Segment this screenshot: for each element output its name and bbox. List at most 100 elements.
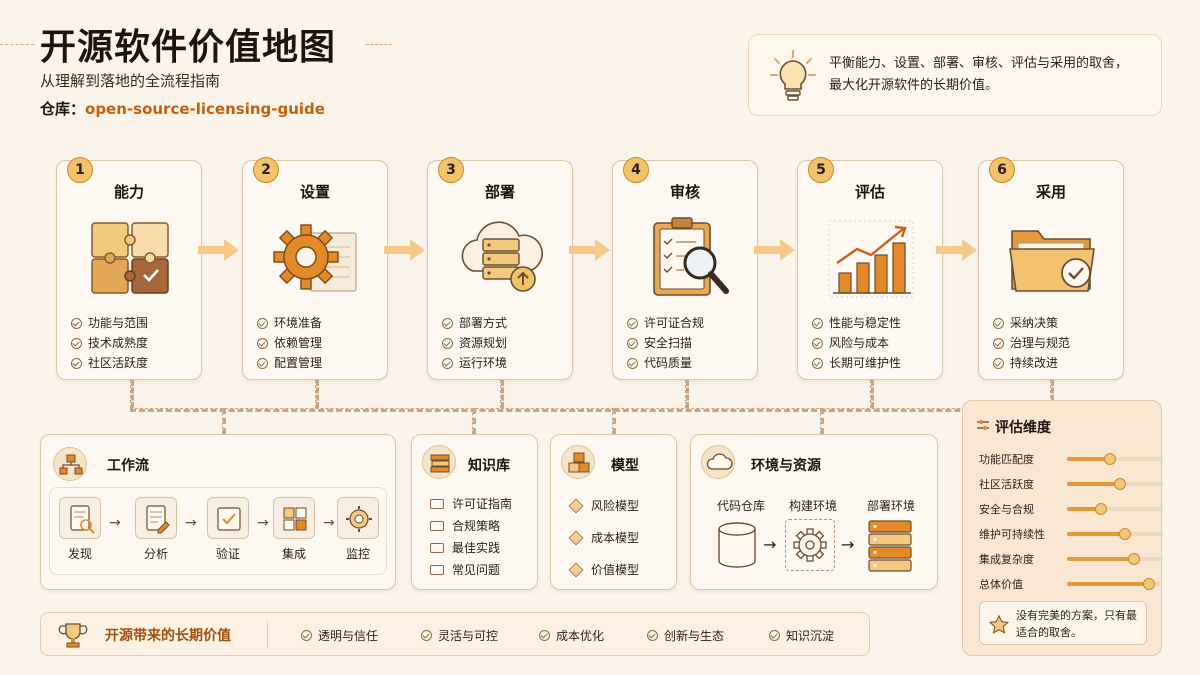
workflow-step-label: 分析 bbox=[143, 547, 168, 561]
folder-icon bbox=[430, 520, 444, 531]
quote-line-2: 最大化开源软件的长期价值。 bbox=[829, 78, 999, 93]
stage-title: 审核 bbox=[669, 183, 700, 201]
list-item: 依赖管理 bbox=[257, 333, 322, 353]
knowledge-item[interactable]: 最佳实践 bbox=[430, 539, 500, 556]
arrow-right-icon: → bbox=[323, 515, 335, 531]
connector-line bbox=[222, 408, 226, 434]
slider-knob[interactable] bbox=[1094, 503, 1107, 515]
list-item: 社区活跃度 bbox=[71, 353, 148, 373]
slider-knob[interactable] bbox=[1142, 578, 1155, 590]
slider-fill bbox=[1067, 457, 1111, 461]
connector-line bbox=[130, 380, 134, 408]
knowledge-panel: 知识库 许可证指南 合规策略 最佳实践 常见问题 bbox=[411, 434, 538, 590]
slider-knob[interactable] bbox=[1128, 553, 1141, 565]
title-deco-line bbox=[366, 44, 392, 45]
dimension-slider[interactable] bbox=[1067, 553, 1163, 565]
books-icon bbox=[422, 445, 456, 479]
connector-line bbox=[500, 380, 504, 408]
arrow-right-icon: → bbox=[841, 535, 855, 554]
dimension-row: 维护可持续性 bbox=[979, 526, 1163, 542]
stage-card-deploy[interactable]: 3 部署 部署方式 资源规划 运行环境 bbox=[427, 157, 573, 380]
check-icon bbox=[812, 317, 823, 329]
check-icon bbox=[627, 357, 638, 369]
dimension-slider[interactable] bbox=[1067, 503, 1163, 515]
database-icon bbox=[718, 522, 756, 568]
stage-card-setup[interactable]: 2 设置 环境准备 依赖管理 配置管理 bbox=[242, 157, 388, 380]
dimension-slider[interactable] bbox=[1067, 578, 1163, 590]
folder-icon bbox=[430, 564, 444, 575]
cubes-icon bbox=[561, 445, 595, 479]
stage-number: 1 bbox=[67, 157, 93, 183]
flow-arrow-icon bbox=[936, 239, 977, 261]
dimension-label: 社区活跃度 bbox=[979, 478, 1034, 491]
title-deco-line bbox=[0, 44, 34, 45]
slider-fill bbox=[1067, 482, 1120, 486]
dimension-label: 总体价值 bbox=[979, 578, 1023, 591]
flow-arrow-icon bbox=[754, 239, 795, 261]
build-env-frame bbox=[785, 519, 835, 571]
slider-fill bbox=[1067, 532, 1125, 536]
knowledge-item[interactable]: 许可证指南 bbox=[430, 495, 512, 512]
repo-link[interactable]: open-source-licensing-guide bbox=[85, 100, 325, 118]
stage-card-review[interactable]: 4 审核 许可证合规 安全扫描 代码质量 bbox=[612, 157, 758, 380]
model-item[interactable]: 成本模型 bbox=[568, 529, 639, 546]
dimension-row: 集成复杂度 bbox=[979, 551, 1163, 567]
value-item: 灵活与可控 bbox=[421, 627, 498, 644]
slider-knob[interactable] bbox=[1104, 453, 1117, 465]
check-icon bbox=[442, 357, 453, 369]
evaluation-dimensions-panel: 评估维度 功能匹配度社区活跃度安全与合规维护可持续性集成复杂度总体价值 没有完美… bbox=[962, 400, 1163, 656]
dimensions-note: 没有完美的方案，只有最适合的取舍。 bbox=[979, 601, 1147, 645]
integrate-step-icon[interactable] bbox=[273, 497, 315, 539]
folder-check-icon bbox=[1009, 230, 1095, 292]
dimension-slider[interactable] bbox=[1067, 478, 1163, 490]
verify-step-icon[interactable] bbox=[207, 497, 249, 539]
stage-card-adopt[interactable]: 6 采用 采纳决策 治理与规范 持续改进 bbox=[978, 157, 1124, 380]
value-item: 成本优化 bbox=[539, 627, 604, 644]
slider-fill bbox=[1067, 507, 1101, 511]
stage-number: 5 bbox=[808, 157, 834, 183]
list-item: 许可证合规 bbox=[627, 313, 704, 333]
workflow-panel: 工作流 发现 → 分析 → 验证 → 集成 → 监控 bbox=[40, 434, 396, 590]
check-icon bbox=[71, 357, 82, 369]
model-item[interactable]: 价值模型 bbox=[568, 561, 639, 578]
slider-knob[interactable] bbox=[1113, 478, 1126, 490]
dimension-slider[interactable] bbox=[1067, 528, 1163, 540]
list-item: 性能与稳定性 bbox=[812, 313, 901, 333]
cube-icon bbox=[568, 562, 584, 577]
discover-step-icon[interactable] bbox=[59, 497, 101, 539]
dimension-row: 社区活跃度 bbox=[979, 476, 1163, 492]
analyze-step-icon[interactable] bbox=[135, 497, 177, 539]
check-icon bbox=[812, 357, 823, 369]
gear-icon bbox=[793, 528, 827, 562]
folder-icon bbox=[430, 542, 444, 553]
connector-line bbox=[315, 380, 319, 408]
knowledge-item[interactable]: 常见问题 bbox=[430, 561, 500, 578]
stage-title: 能力 bbox=[113, 183, 144, 201]
stage-number: 3 bbox=[438, 157, 464, 183]
stage-card-capability[interactable]: 1 能力 功能与范围 技术成熟度 社区活跃度 bbox=[56, 157, 202, 380]
value-item: 透明与信任 bbox=[301, 627, 378, 644]
list-item: 部署方式 bbox=[442, 313, 507, 333]
connector-line bbox=[820, 408, 824, 434]
stage-card-evaluate[interactable]: 5 评估 性能与稳定性 风险与成本 长期可维护性 bbox=[797, 157, 943, 380]
check-icon bbox=[647, 630, 658, 641]
workflow-steps-frame bbox=[49, 487, 387, 575]
folder-icon bbox=[430, 498, 444, 509]
monitor-step-icon[interactable] bbox=[337, 497, 379, 539]
repo-line: 仓库：open-source-licensing-guide bbox=[40, 98, 325, 119]
quote-line-1: 平衡能力、设置、部署、审核、评估与采用的取舍， bbox=[829, 56, 1129, 71]
check-icon bbox=[539, 630, 550, 641]
list-item: 安全扫描 bbox=[627, 333, 704, 353]
knowledge-item[interactable]: 合规策略 bbox=[430, 517, 500, 534]
cube-icon bbox=[568, 498, 584, 513]
dimension-slider[interactable] bbox=[1067, 453, 1163, 465]
gear-icon bbox=[273, 224, 357, 292]
connector-line bbox=[685, 380, 689, 408]
stage-title: 部署 bbox=[484, 183, 515, 201]
slider-knob[interactable] bbox=[1118, 528, 1131, 540]
connector-line bbox=[472, 408, 476, 434]
server-stack-icon bbox=[868, 520, 912, 572]
model-item[interactable]: 风险模型 bbox=[568, 497, 639, 514]
value-item: 创新与生态 bbox=[647, 627, 724, 644]
repo-label: 仓库： bbox=[40, 100, 86, 118]
